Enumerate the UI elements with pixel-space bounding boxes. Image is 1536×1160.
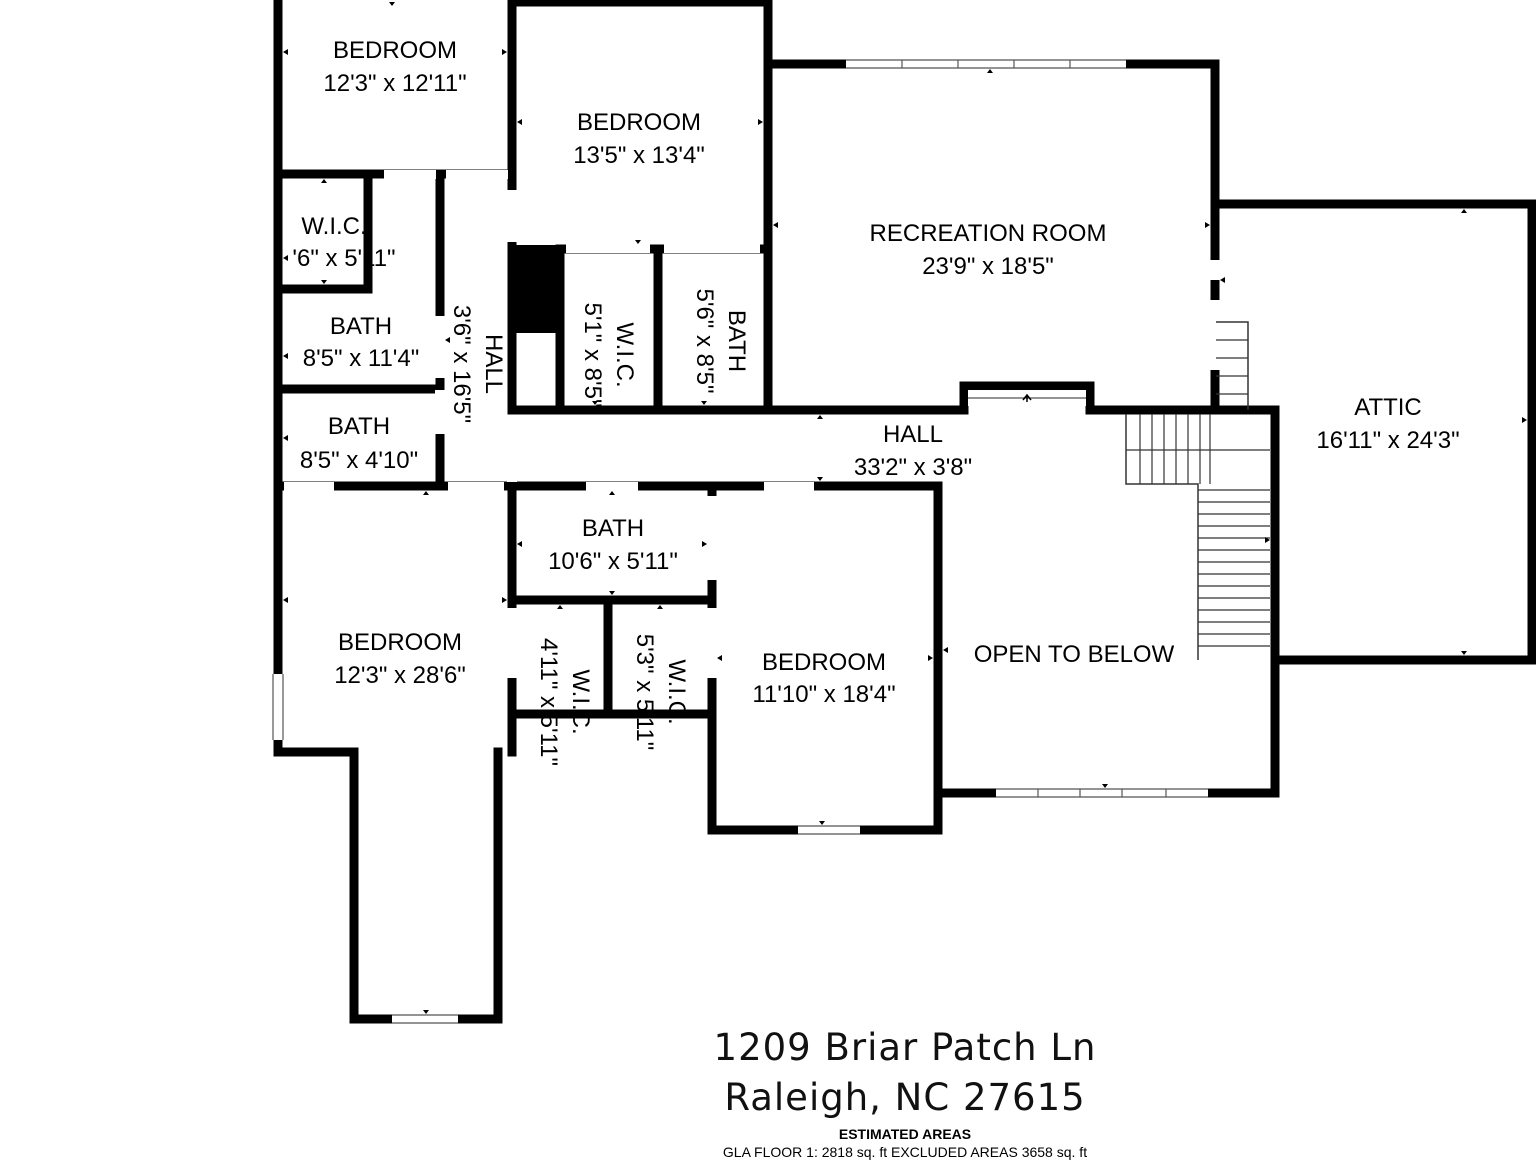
- bedroom-s-dims: 11'10" x 18'4": [752, 681, 895, 708]
- hall-vertical-name: HALL: [480, 334, 507, 394]
- attic-dims: 16'11" x 24'3": [1316, 427, 1459, 454]
- wic-nw-name: W.I.C.: [301, 213, 366, 240]
- recreation-room-name: RECREATION ROOM: [870, 220, 1107, 247]
- hall-horizontal-name: HALL: [883, 421, 943, 448]
- bedroom-n-name: BEDROOM: [577, 109, 701, 136]
- estimated-areas-heading: ESTIMATED AREAS: [838, 1126, 972, 1142]
- wic-n-name: W.I.C.: [611, 322, 638, 387]
- windows: [272, 59, 1208, 1024]
- hall-horizontal-dims: 33'2" x 3'8": [854, 454, 972, 481]
- bath-s-dims: 10'6" x 5'11": [548, 548, 678, 575]
- staircase: [1022, 321, 1270, 660]
- hall-vertical-dims: 3'6" x 16'5": [448, 305, 475, 423]
- bedroom-nw-dims: 12'3" x 12'11": [323, 70, 466, 97]
- bath-s-name: BATH: [582, 515, 644, 542]
- wic-s2-name: W.I.C.: [663, 659, 690, 724]
- open-to-below-label: OPEN TO BELOW: [974, 641, 1175, 668]
- wic-s1-dims: 4'11" x 5'11": [535, 638, 562, 766]
- walls: [273, 0, 1536, 1024]
- bedroom-nw-name: BEDROOM: [333, 37, 457, 64]
- bedroom-s-name: BEDROOM: [762, 649, 886, 676]
- recreation-room-dims: 23'9" x 18'5": [922, 253, 1054, 280]
- bath-nw-name: BATH: [330, 313, 392, 340]
- bath-n-name: BATH: [723, 310, 750, 372]
- bedroom-sw-dims: 12'3" x 28'6": [334, 662, 466, 689]
- dimension-ticks: [283, 2, 1527, 1014]
- wic-nw-dims: '6" x 5'11": [292, 245, 395, 272]
- bedroom-n-dims: 13'5" x 13'4": [573, 142, 705, 169]
- attic-name: ATTIC: [1354, 394, 1422, 421]
- bath-w-dims: 8'5" x 4'10": [300, 447, 418, 474]
- wic-s1-name: W.I.C.: [567, 669, 594, 734]
- gla-summary: GLA FLOOR 1: 2818 sq. ft EXCLUDED AREAS …: [722, 1144, 1088, 1160]
- address-line-1: 1209 Briar Patch Ln: [713, 1026, 1097, 1069]
- up-arrow-icon: [1022, 393, 1032, 402]
- bedroom-sw-name: BEDROOM: [338, 629, 462, 656]
- wic-s2-dims: 5'3" x 5'11": [631, 634, 658, 751]
- door-openings: [284, 170, 1220, 678]
- bath-w-name: BATH: [328, 413, 390, 440]
- wic-n-dims: 5'1" x 8'5": [579, 303, 606, 408]
- room-labels: BEDROOM 12'3" x 12'11" BEDROOM 13'5" x 1…: [292, 37, 1459, 766]
- chimney-block: [510, 245, 558, 333]
- bath-n-dims: 5'6" x 8'5": [691, 289, 718, 394]
- bath-nw-dims: 8'5" x 11'4": [303, 345, 420, 372]
- address-line-2: Raleigh, NC 27615: [724, 1076, 1086, 1119]
